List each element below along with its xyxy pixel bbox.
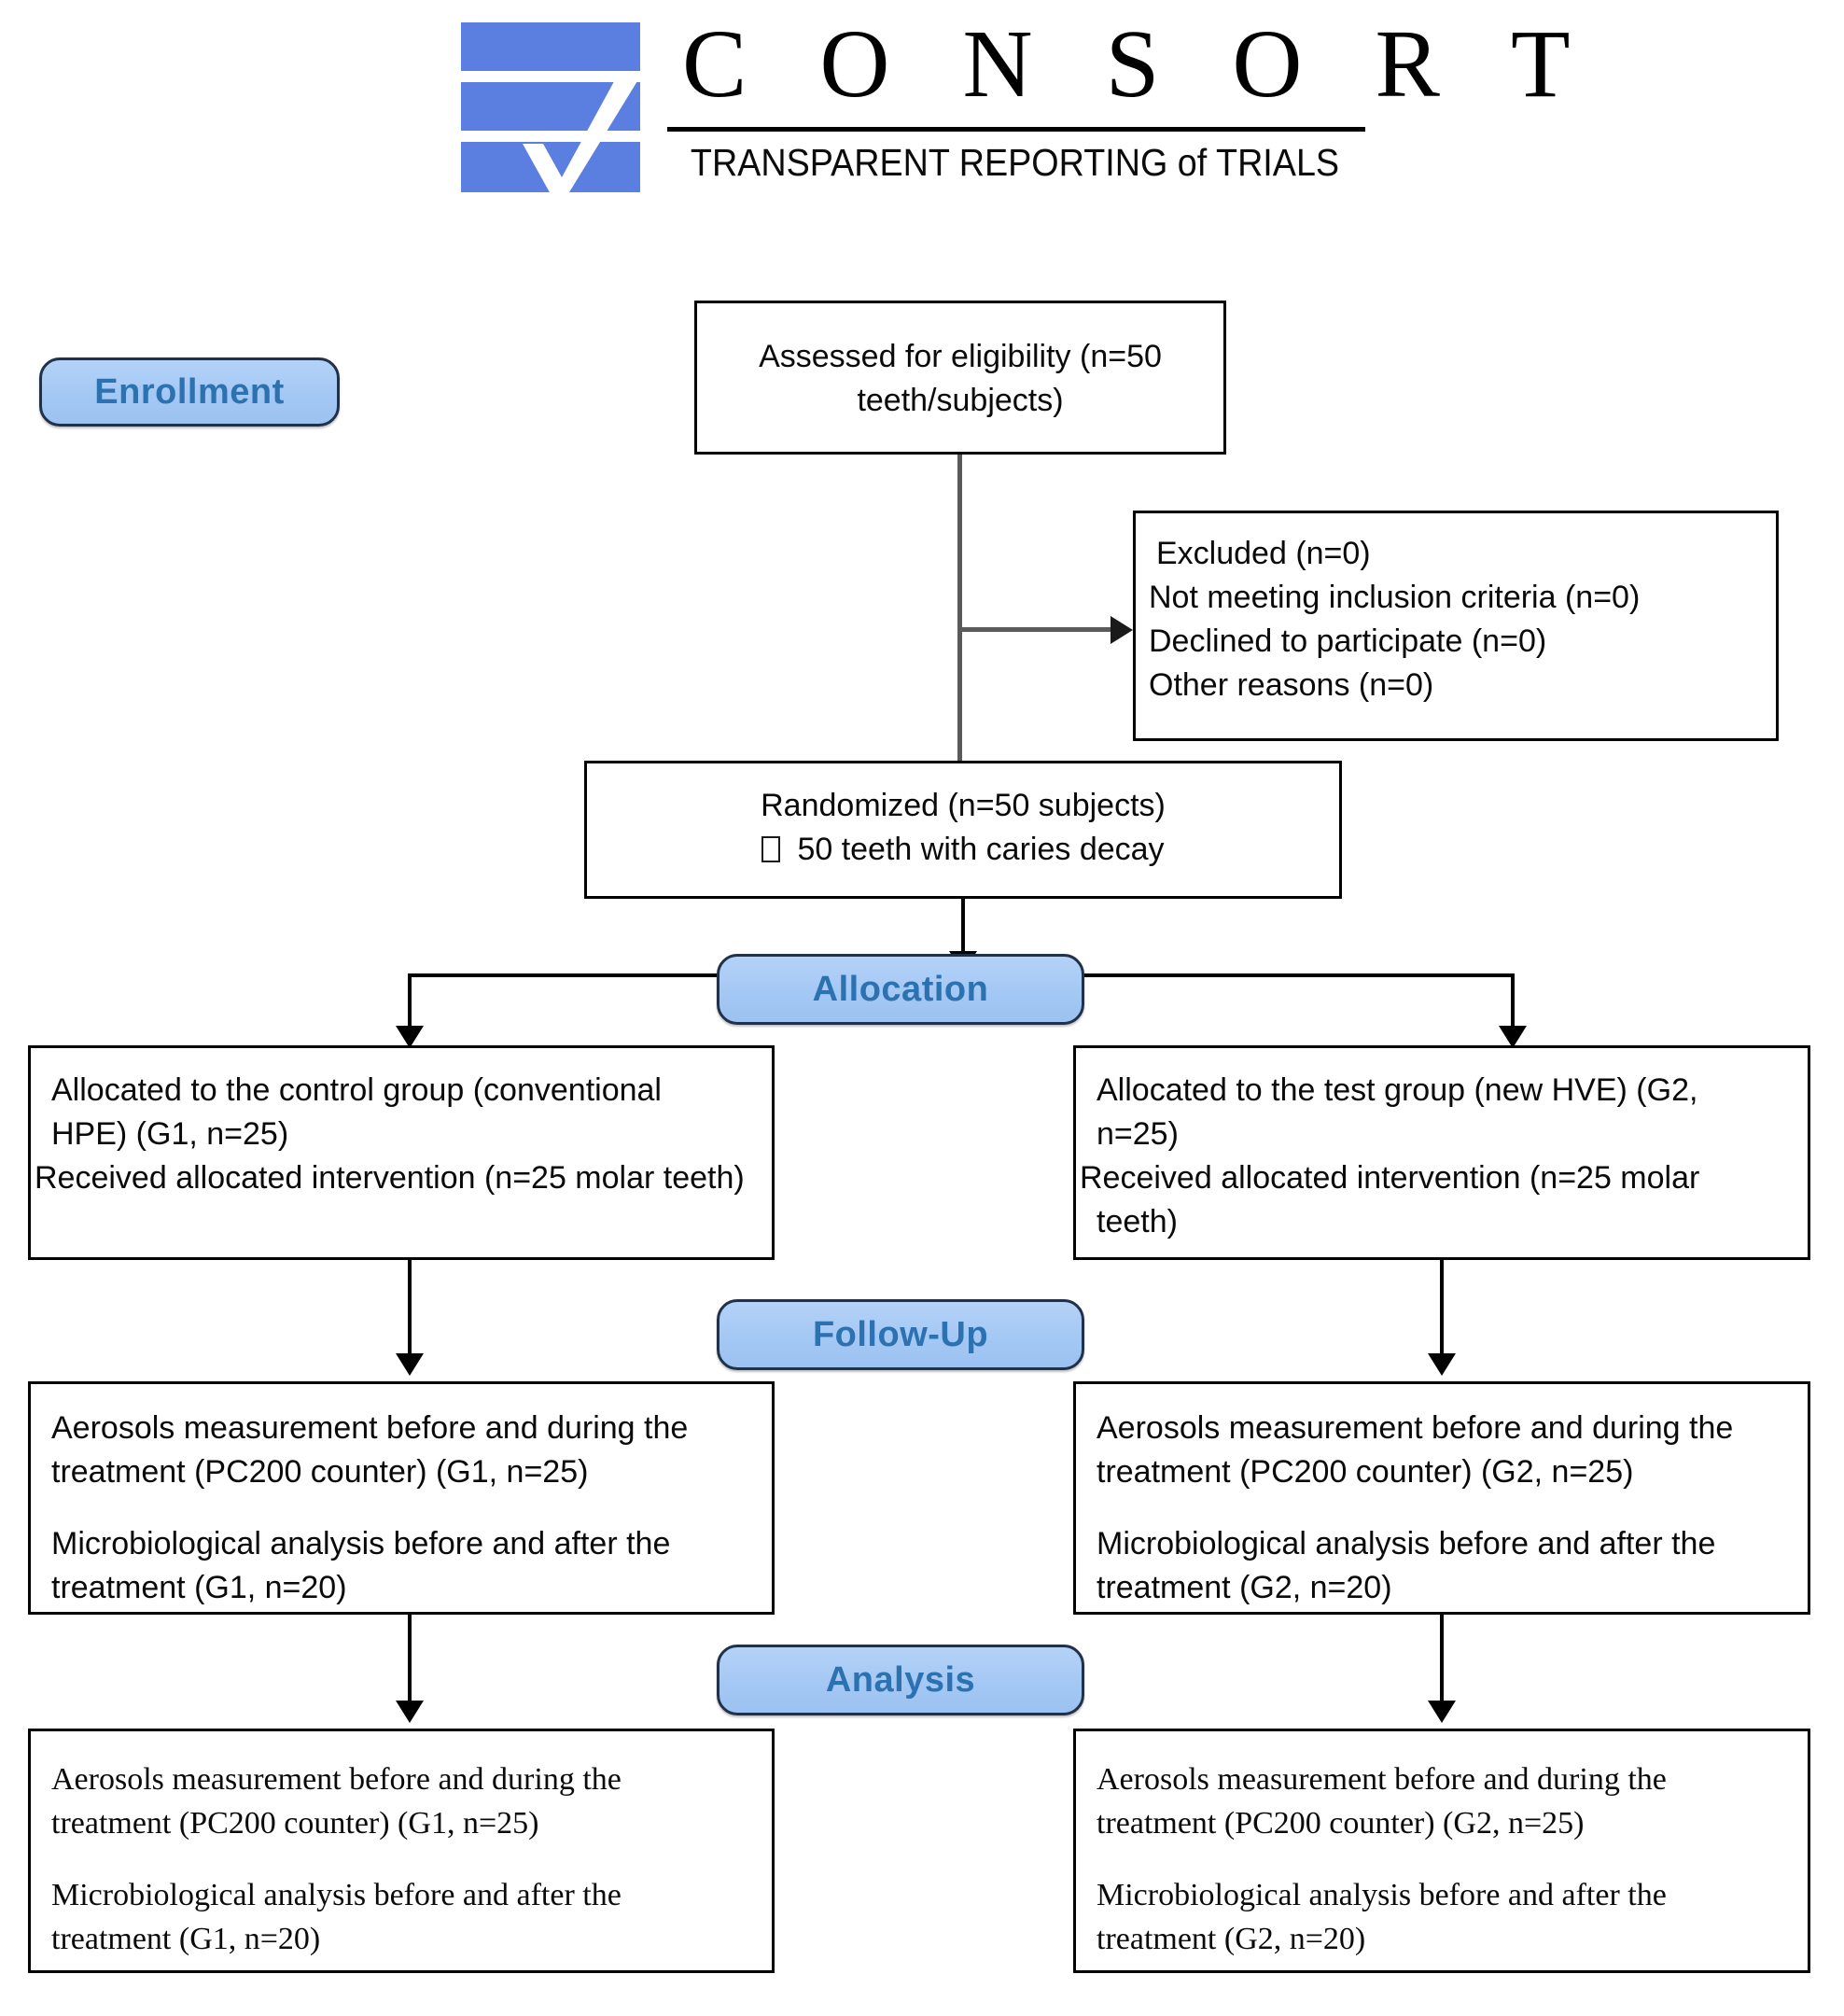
followup-left-p1-line1: Aerosols measurement before and during t…: [51, 1410, 689, 1446]
connector-elbow-to-excluded: [957, 627, 1114, 632]
excluded-item-2-label: Declined to participate (n=0): [1149, 623, 1547, 659]
connector-arrow-analysis-left-icon: [396, 1701, 424, 1723]
connector-arrow-followup-right-icon: [1428, 1353, 1456, 1376]
stage-badge-allocation-label: Allocation: [812, 969, 989, 1009]
box-assessed-eligibility: Assessed for eligibility (n=50 teeth/sub…: [694, 301, 1226, 455]
stage-badge-followup: Follow-Up: [717, 1299, 1084, 1370]
alloc-right-item-label: Received allocated intervention (n=25 mo…: [1080, 1160, 1700, 1239]
connector-followup-left-to-analysis: [408, 1615, 412, 1708]
followup-right-p1-line2: treatment (PC200 counter) (G2, n=25): [1097, 1454, 1634, 1490]
excluded-item-3: Other reasons (n=0): [1149, 664, 1755, 707]
connector-randomized-down: [961, 899, 965, 959]
consort-tagline: TRANSPARENT REPORTING of TRIALS: [690, 141, 1340, 184]
excluded-item-1-label: Not meeting inclusion criteria (n=0): [1149, 580, 1641, 615]
connector-arrow-alloc-left-icon: [396, 1026, 424, 1048]
excluded-item-2: Declined to participate (n=0): [1149, 620, 1755, 664]
randomized-item: 50 teeth with caries decay: [608, 828, 1319, 872]
followup-right-p2-line1: Microbiological analysis before and afte…: [1097, 1526, 1716, 1561]
box-allocation-control-group: Allocated to the control group (conventi…: [28, 1045, 775, 1260]
alloc-left-item-label: Received allocated intervention (n=25 mo…: [35, 1160, 745, 1196]
connector-eligibility-down: [957, 455, 962, 763]
stage-badge-followup-label: Follow-Up: [812, 1314, 989, 1354]
stage-badge-enrollment-label: Enrollment: [94, 371, 285, 412]
stage-badge-allocation: Allocation: [717, 954, 1084, 1025]
connector-arrow-to-excluded-icon: [1111, 616, 1133, 644]
followup-right-p2-line2: treatment (G2, n=20): [1097, 1570, 1392, 1605]
analysis-right-p1-line2: treatment (PC200 counter) (G2, n=25): [1097, 1806, 1585, 1841]
randomized-item-label: 50 teeth with caries decay: [797, 832, 1165, 867]
bullet-square-icon: [761, 836, 781, 862]
analysis-right-p2-line2: treatment (G2, n=20): [1097, 1922, 1366, 1956]
followup-left-p1-line2: treatment (PC200 counter) (G1, n=25): [51, 1454, 589, 1490]
analysis-left-p1-line1: Aerosols measurement before and during t…: [51, 1762, 622, 1797]
analysis-left-p1-line2: treatment (PC200 counter) (G1, n=25): [51, 1806, 539, 1841]
analysis-left-p2-line2: treatment (G1, n=20): [51, 1922, 321, 1956]
excluded-heading: Excluded (n=0): [1156, 536, 1371, 571]
followup-left-p2-line1: Microbiological analysis before and afte…: [51, 1526, 671, 1561]
consort-wordmark: C O N S O R T: [682, 10, 1595, 118]
analysis-left-p2-line1: Microbiological analysis before and afte…: [51, 1878, 622, 1912]
excluded-item-1: Not meeting inclusion criteria (n=0): [1149, 576, 1755, 620]
box-allocation-test-group: Allocated to the test group (new HVE) (G…: [1073, 1045, 1810, 1260]
box-analysis-control-group: Aerosols measurement before and during t…: [28, 1729, 775, 1973]
consort-wordmark-group: C O N S O R T TRANSPARENT REPORTING of T…: [658, 7, 1595, 194]
eligibility-line-1: Assessed for eligibility (n=50: [759, 339, 1162, 374]
excluded-item-3-label: Other reasons (n=0): [1149, 667, 1434, 703]
box-analysis-test-group: Aerosols measurement before and during t…: [1073, 1729, 1810, 1973]
analysis-right-p2-line1: Microbiological analysis before and afte…: [1097, 1878, 1667, 1912]
connector-arrow-analysis-right-icon: [1428, 1701, 1456, 1723]
box-followup-test-group: Aerosols measurement before and during t…: [1073, 1381, 1810, 1615]
followup-right-p1-line1: Aerosols measurement before and during t…: [1097, 1410, 1734, 1446]
connector-alloc-right-to-followup: [1440, 1260, 1444, 1361]
box-excluded: Excluded (n=0) Not meeting inclusion cri…: [1133, 511, 1779, 741]
stage-badge-analysis: Analysis: [717, 1645, 1084, 1715]
box-followup-control-group: Aerosols measurement before and during t…: [28, 1381, 775, 1615]
consort-divider-rule: [667, 127, 1365, 132]
consort-logo: C O N S O R T TRANSPARENT REPORTING of T…: [457, 7, 1595, 194]
connector-split-right-drop: [1511, 973, 1515, 1033]
connector-followup-right-to-analysis: [1440, 1615, 1444, 1708]
analysis-right-p1-line1: Aerosols measurement before and during t…: [1097, 1762, 1667, 1797]
box-randomized: Randomized (n=50 subjects) 50 teeth with…: [584, 761, 1342, 899]
stage-badge-enrollment: Enrollment: [39, 357, 340, 427]
followup-left-p2-line2: treatment (G1, n=20): [51, 1570, 347, 1605]
connector-arrow-followup-left-icon: [396, 1353, 424, 1376]
connector-arrow-alloc-right-icon: [1499, 1026, 1527, 1048]
connector-split-left-drop: [408, 973, 412, 1033]
alloc-right-item: Received allocated intervention (n=25 mo…: [1080, 1156, 1787, 1244]
alloc-right-line-1: Allocated to the test group (new HVE) (G…: [1097, 1072, 1698, 1108]
consort-checkmark-logo-icon: [457, 21, 644, 194]
alloc-left-item: Received allocated intervention (n=25 mo…: [35, 1156, 751, 1200]
alloc-left-line-1: Allocated to the control group (conventi…: [51, 1072, 662, 1108]
stage-badge-analysis-label: Analysis: [825, 1659, 976, 1700]
randomized-heading: Randomized (n=50 subjects): [761, 788, 1166, 823]
eligibility-line-2: teeth/subjects): [857, 383, 1064, 418]
connector-alloc-left-to-followup: [408, 1260, 412, 1361]
alloc-left-line-2: HPE) (G1, n=25): [51, 1116, 289, 1152]
alloc-right-line-2: n=25): [1097, 1116, 1179, 1152]
